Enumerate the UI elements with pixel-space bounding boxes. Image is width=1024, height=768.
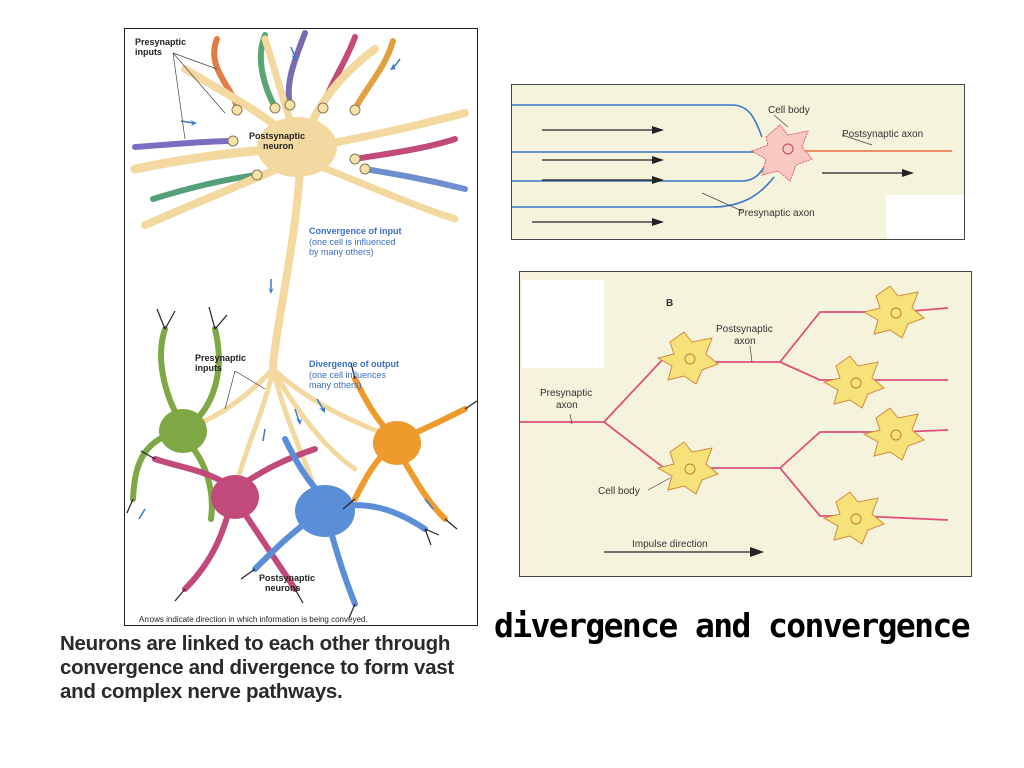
divergence-desc-1: (one cell influences xyxy=(309,370,387,380)
convergence-title: Convergence of input xyxy=(309,226,402,236)
postsynaptic-neurons-label-1: Postsynaptic xyxy=(259,573,315,583)
convergence-desc-1: (one cell is influenced xyxy=(309,237,396,247)
postsynaptic-neuron-label-1: Postsynaptic xyxy=(249,131,305,141)
body-caption-line-3: and complex nerve pathways. xyxy=(60,680,343,703)
div-cell-body-label: Cell body xyxy=(598,486,640,497)
presynaptic-inputs-top-label-1: Presynaptic xyxy=(135,37,186,47)
presynaptic-inputs-mid-label-1: Presynaptic xyxy=(195,353,246,363)
convergence-desc-2: by many others) xyxy=(309,247,374,257)
impulse-direction-label: Impulse direction xyxy=(632,539,708,550)
postsynaptic-neurons-label-2: neurons xyxy=(265,583,301,593)
neuron-network-drawing: Presynaptic inputs Postsynaptic neuron P… xyxy=(126,30,478,624)
conv-postsynaptic-axon-label: Postsynaptic axon xyxy=(842,129,923,140)
neuron-network-figure: Presynaptic inputs Postsynaptic neuron P… xyxy=(124,28,478,626)
presynaptic-inputs-mid-label-2: inputs xyxy=(195,363,222,373)
postsynaptic-neuron-label-2: neuron xyxy=(263,141,294,151)
main-caption: divergence and convergence xyxy=(494,606,971,645)
body-caption: Neurons are linked to each other through… xyxy=(60,632,530,704)
div-presynaptic-axon-label-2: axon xyxy=(556,400,578,411)
div-postsynaptic-axon-label-2: axon xyxy=(734,336,756,347)
body-caption-line-1: Neurons are linked to each other through xyxy=(60,632,451,655)
body-caption-line-2: convergence and divergence to form vast xyxy=(60,656,454,679)
convergence-drawing: Cell body Postsynaptic axon Presynaptic … xyxy=(512,104,964,239)
divergence-figure: B Postsynaptic axon Presynaptic axon Cel… xyxy=(519,271,972,577)
divergence-title: Divergence of output xyxy=(309,359,399,369)
presynaptic-inputs-top-label-2: inputs xyxy=(135,47,162,57)
conv-cell-body-label: Cell body xyxy=(768,105,810,116)
figure-footnote: Arrows indicate direction in which infor… xyxy=(139,615,368,624)
divergence-desc-2: many others) xyxy=(309,380,362,390)
convergence-figure: Cell body Postsynaptic axon Presynaptic … xyxy=(511,84,965,240)
div-postsynaptic-axon-label-1: Postsynaptic xyxy=(716,324,773,335)
conv-presynaptic-axon-label: Presynaptic axon xyxy=(738,208,815,219)
divergence-drawing: B Postsynaptic axon Presynaptic axon Cel… xyxy=(520,280,949,557)
div-presynaptic-axon-label-1: Presynaptic xyxy=(540,388,592,399)
panel-letter-b: B xyxy=(666,298,673,309)
